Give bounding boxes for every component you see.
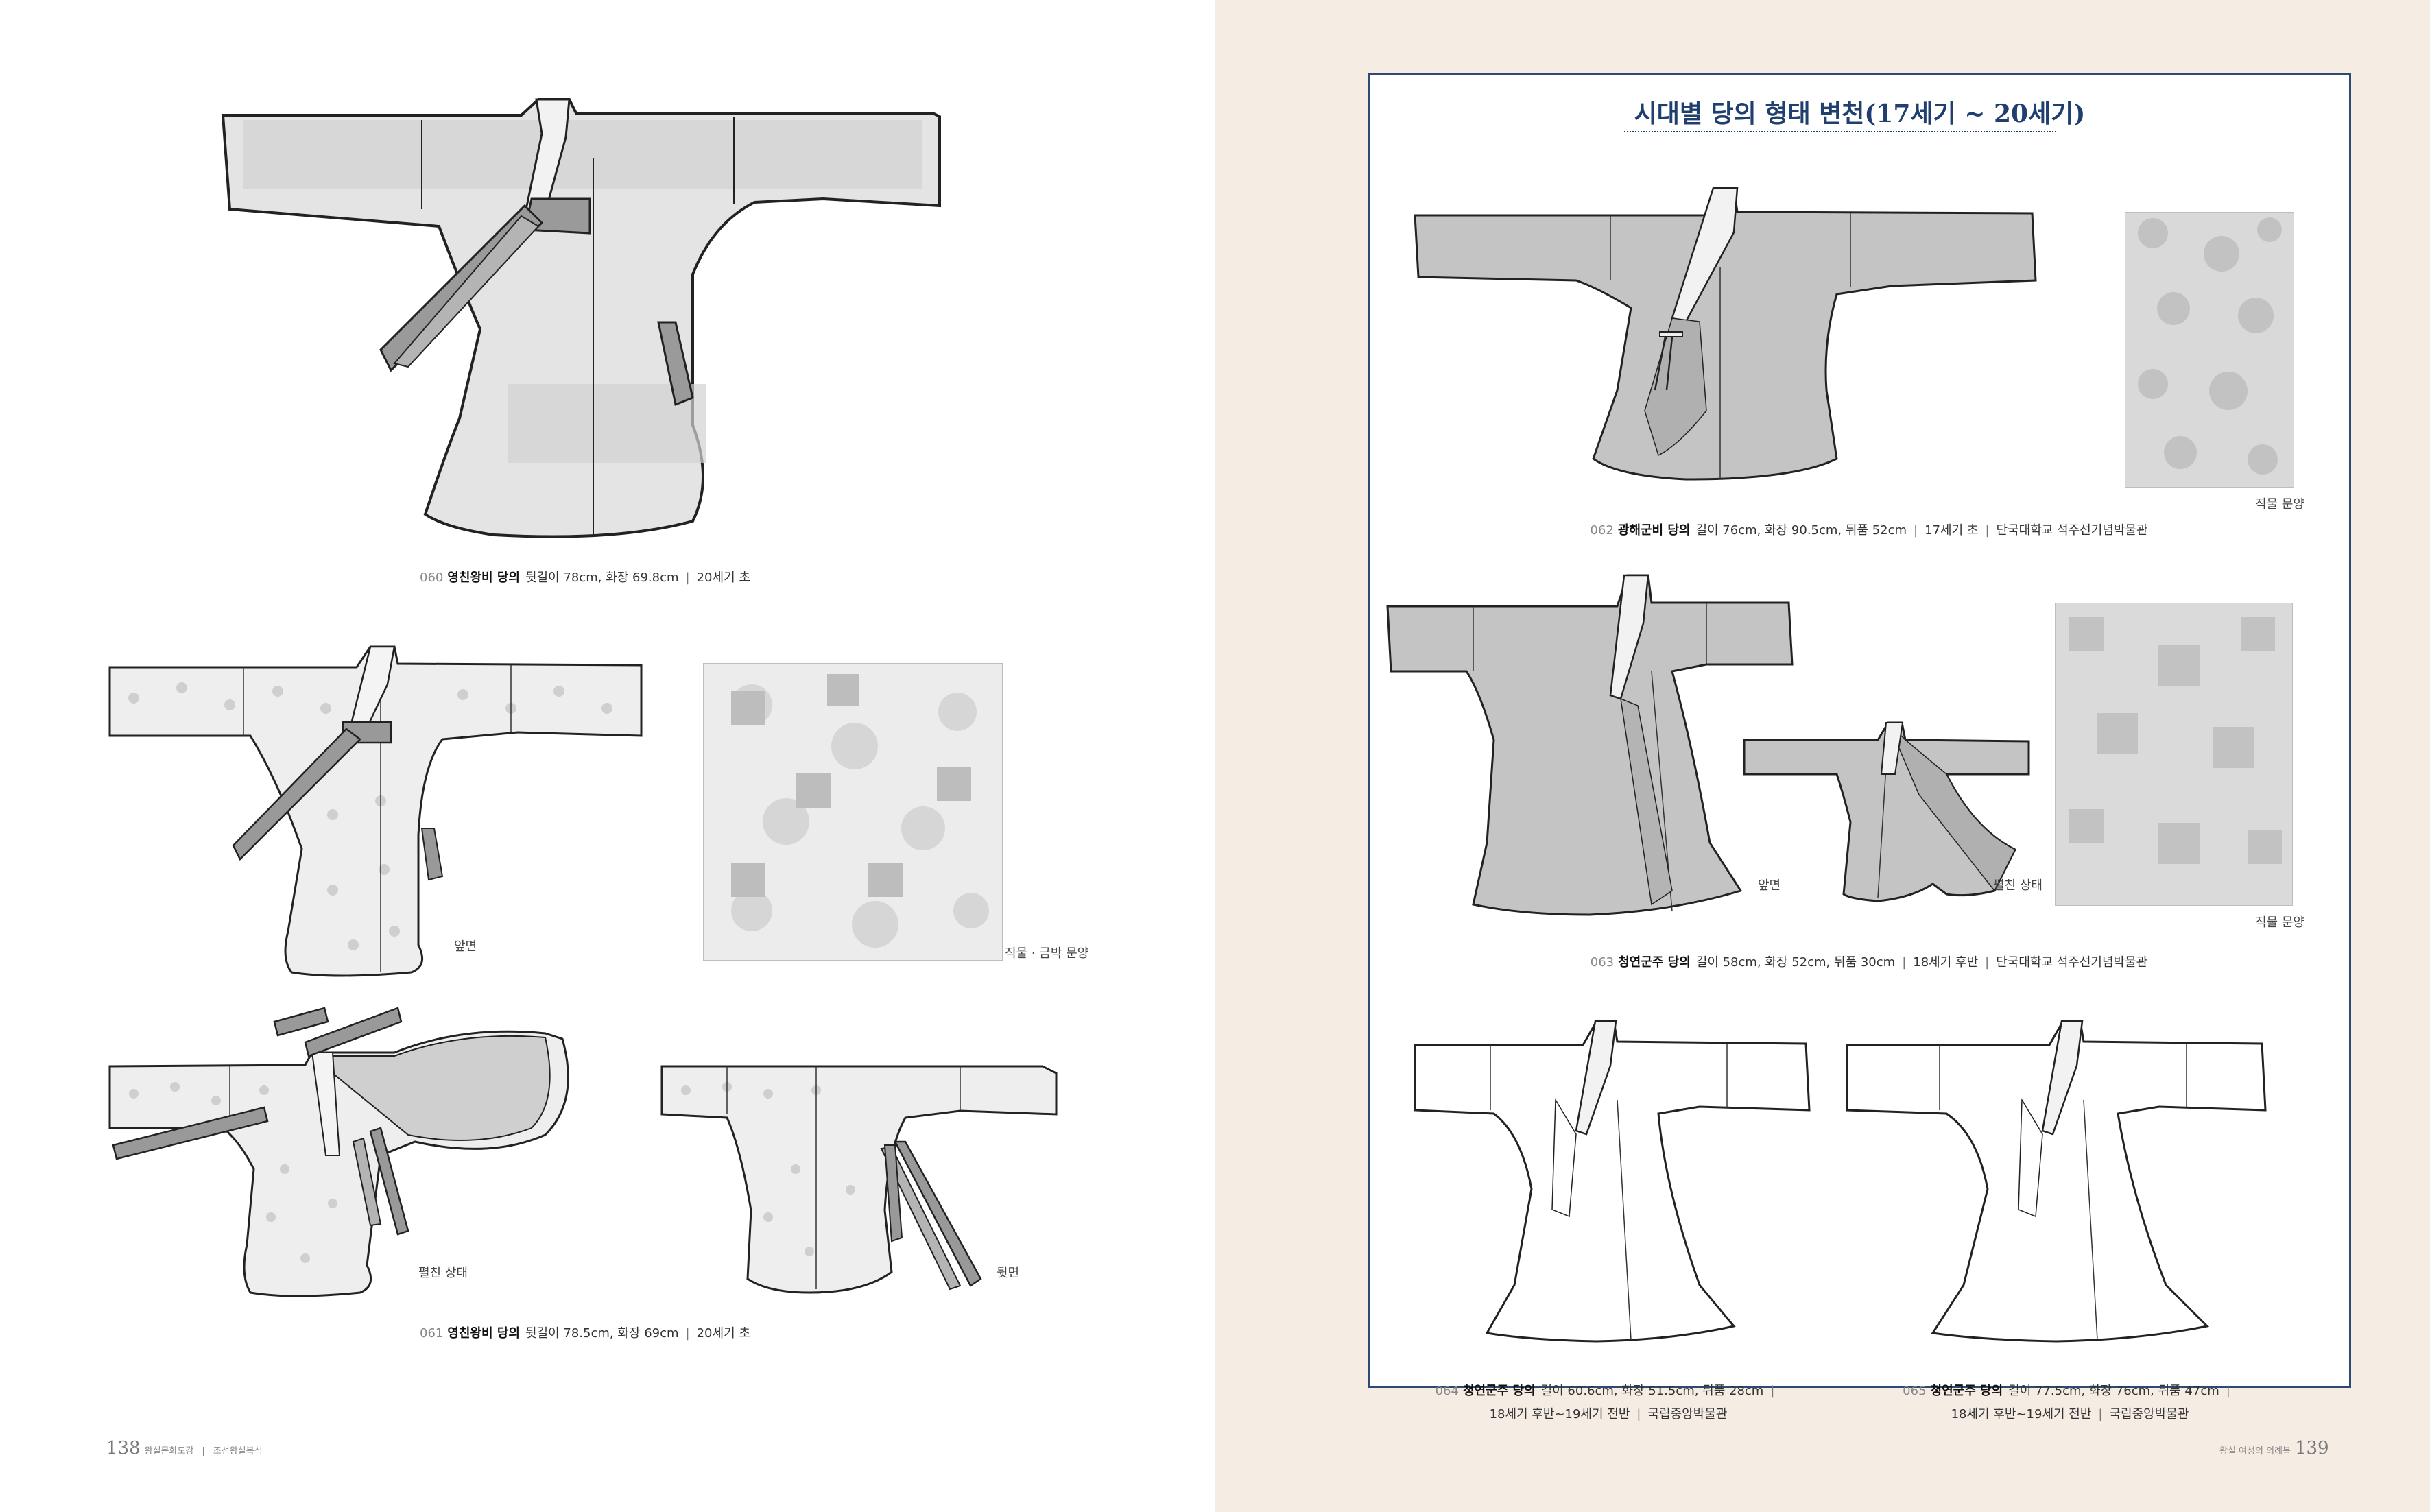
label-swatch: 직물 · 금박 문양 xyxy=(1005,946,1089,961)
figure-detail: 국립중앙박물관 xyxy=(1647,1407,1728,1421)
separator: | xyxy=(2098,1407,2103,1421)
figure-number: 065 xyxy=(1903,1384,1927,1398)
separator: | xyxy=(1914,523,1918,538)
figure-detail: 18세기 후반~19세기 전반 xyxy=(1951,1407,2092,1421)
fabric-swatch-062 xyxy=(2125,212,2294,488)
figure-number: 060 xyxy=(420,571,444,585)
caption-second-line: 18세기 후반~19세기 전반 | 국립중앙박물관 xyxy=(1903,1404,2237,1422)
fabric-swatch-061 xyxy=(703,663,1003,961)
caption-second-line: 18세기 후반~19세기 전반 | 국립중앙박물관 xyxy=(1436,1404,1782,1422)
figure-detail: 18세기 후반~19세기 전반 xyxy=(1489,1407,1630,1421)
figure-number: 062 xyxy=(1590,523,1614,538)
garment-062-illustration xyxy=(1411,184,2039,486)
figure-number: 064 xyxy=(1435,1384,1459,1398)
figure-detail: 길이 77.5cm, 화장 76cm, 뒤품 47cm xyxy=(2008,1384,2219,1398)
separator: | xyxy=(1770,1384,1775,1398)
page-number: 139 xyxy=(2294,1438,2329,1459)
garment-064-illustration xyxy=(1411,1018,1816,1343)
figure-name: 청연군주 당의 xyxy=(1618,955,1691,970)
figure-name: 청연군주 당의 xyxy=(1462,1384,1536,1398)
separator: | xyxy=(1985,523,1990,538)
separator: | xyxy=(1902,955,1907,970)
garment-065-illustration xyxy=(1844,1018,2276,1343)
book-title: 왕실문화도감 xyxy=(144,1446,194,1456)
label-front: 앞면 xyxy=(1758,878,1781,893)
figure-name: 영친왕비 당의 xyxy=(447,1326,520,1341)
separator: | xyxy=(685,571,690,585)
figure-detail: 뒷길이 78.5cm, 화장 69cm xyxy=(525,1326,679,1341)
garment-063-front-illustration xyxy=(1384,568,1796,925)
garment-063-open-illustration xyxy=(1741,719,2036,904)
figure-detail: 뒷길이 78cm, 화장 69.8cm xyxy=(525,571,679,585)
figure-name: 영친왕비 당의 xyxy=(447,571,520,585)
figure-detail: 단국대학교 석주선기념박물관 xyxy=(1996,955,2148,970)
figure-detail: 18세기 후반 xyxy=(1913,955,1979,970)
right-page: 시대별 당의 형태 변천(17세기 ~ 20세기) xyxy=(1215,0,2430,1512)
separator: | xyxy=(202,1446,205,1456)
figure-detail: 17세기 초 xyxy=(1925,523,1979,538)
label-swatch1: 직물 문양 xyxy=(2255,497,2304,512)
garment-061-back-illustration xyxy=(658,1053,1063,1299)
figure-detail: 20세기 초 xyxy=(696,571,750,585)
separator: | xyxy=(1985,955,1990,970)
label-swatch2: 직물 문양 xyxy=(2255,915,2304,930)
separator: | xyxy=(2226,1384,2230,1398)
heading-rule xyxy=(1624,131,2056,132)
figure-name: 청연군주 당의 xyxy=(1930,1384,2003,1398)
label-front: 앞면 xyxy=(454,939,477,954)
separator: | xyxy=(1636,1407,1641,1421)
page-number: 138 xyxy=(106,1438,141,1459)
garment-061-front-illustration xyxy=(106,643,648,979)
section-heading: 시대별 당의 형태 변천(17세기 ~ 20세기) xyxy=(1634,99,2086,128)
figure-detail: 국립중앙박물관 xyxy=(2109,1407,2189,1421)
figure-number: 061 xyxy=(420,1326,444,1341)
garment-061-open-illustration xyxy=(106,998,573,1299)
figure-number: 063 xyxy=(1590,955,1615,970)
figure-detail: 길이 58cm, 화장 52cm, 뒤품 30cm xyxy=(1695,955,1896,970)
label-open: 펼친 상태 xyxy=(1993,878,2042,893)
figure-detail: 길이 76cm, 화장 90.5cm, 뒤품 52cm xyxy=(1695,523,1907,538)
section-title: 왕실 여성의 의례복 xyxy=(2219,1446,2291,1456)
label-back: 뒷면 xyxy=(997,1266,1020,1280)
figure-detail: 단국대학교 석주선기념박물관 xyxy=(1996,523,2148,538)
garment-060-illustration xyxy=(219,96,946,542)
figure-detail: 20세기 초 xyxy=(696,1326,750,1341)
fabric-swatch-063 xyxy=(2055,603,2293,906)
figure-name: 광해군비 당의 xyxy=(1617,523,1691,538)
separator: | xyxy=(685,1326,690,1341)
section-title: 조선왕실복식 xyxy=(213,1446,263,1456)
content-frame: 시대별 당의 형태 변천(17세기 ~ 20세기) xyxy=(1368,73,2351,1421)
figure-detail: 길이 60.6cm, 화장 51.5cm, 뒤품 28cm xyxy=(1540,1384,1764,1398)
label-open: 펼친 상태 xyxy=(418,1266,468,1280)
